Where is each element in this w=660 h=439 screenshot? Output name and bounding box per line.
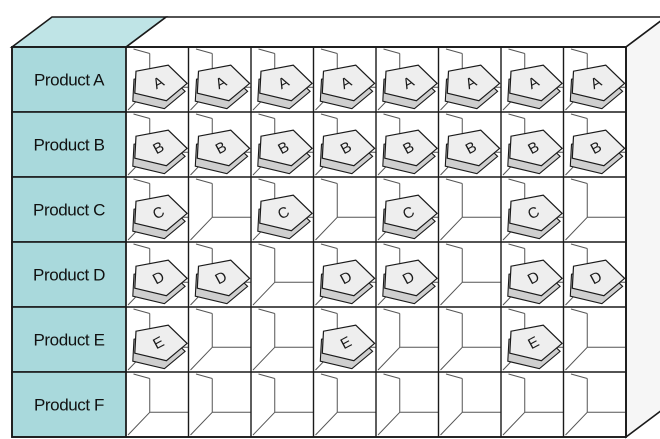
shelf-cell [566, 374, 627, 435]
shelf-cell [253, 309, 314, 370]
shelf-cell [191, 179, 252, 240]
package-d: D [320, 260, 374, 304]
shelf-cell [378, 309, 439, 370]
shelf-cell [191, 374, 252, 435]
package-a: A [258, 65, 312, 109]
package-c: C [383, 195, 437, 239]
row-label-product-e: Product E [33, 331, 104, 350]
package-c: C [133, 195, 187, 239]
package-c: C [508, 195, 562, 239]
package-d: D [133, 260, 187, 304]
package-e: E [320, 325, 374, 369]
row-label-product-f: Product F [34, 396, 104, 415]
package-e: E [508, 325, 562, 369]
package-b: B [445, 130, 499, 174]
shelf-cell [316, 374, 377, 435]
shelf-cell [253, 374, 314, 435]
package-b: B [133, 130, 187, 174]
row-label-product-b: Product B [33, 136, 104, 155]
package-d: D [570, 260, 624, 304]
package-a: A [195, 65, 249, 109]
package-b: B [320, 130, 374, 174]
package-a: A [133, 65, 187, 109]
package-b: B [570, 130, 624, 174]
shelf-cell [503, 374, 564, 435]
shelf-cell [316, 179, 377, 240]
row-label-product-c: Product C [33, 201, 105, 220]
shelf-cell [128, 374, 189, 435]
package-b: B [508, 130, 562, 174]
package-d: D [383, 260, 437, 304]
shelf-cell [441, 244, 502, 305]
package-e: E [133, 325, 187, 369]
package-b: B [258, 130, 312, 174]
rack-side-face [626, 17, 660, 437]
row-label-product-a: Product A [34, 71, 105, 90]
package-a: A [320, 65, 374, 109]
package-a: A [383, 65, 437, 109]
package-a: A [445, 65, 499, 109]
package-d: D [195, 260, 249, 304]
shelf-cell [191, 309, 252, 370]
rack-top-face [126, 17, 660, 47]
package-b: B [195, 130, 249, 174]
shelf-cell [441, 179, 502, 240]
shelf-cell [378, 374, 439, 435]
package-a: A [570, 65, 624, 109]
package-b: B [383, 130, 437, 174]
package-c: C [258, 195, 312, 239]
row-label-product-d: Product D [33, 266, 105, 285]
package-d: D [508, 260, 562, 304]
package-a: A [508, 65, 562, 109]
shelf-cell [253, 244, 314, 305]
shelf-cell [566, 309, 627, 370]
rack-grid [126, 47, 626, 437]
shelf-cell [441, 309, 502, 370]
shelf-cell [566, 179, 627, 240]
shelf-cell [441, 374, 502, 435]
